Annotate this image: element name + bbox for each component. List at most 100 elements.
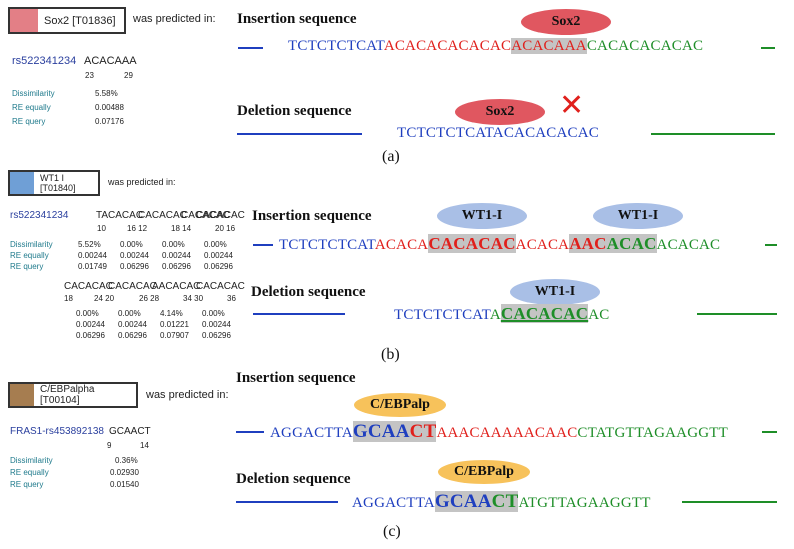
stat-value: 0.01221: [160, 320, 189, 329]
wt1-label: WT1-I: [534, 284, 576, 299]
insertion-right-line-b: [765, 244, 777, 246]
tf-name: Sox2 [T01836]: [44, 14, 116, 27]
deletion-heading-a: Deletion sequence: [237, 103, 352, 119]
deletion-sequence-a: TCTCTCTCATACACACACAC: [397, 125, 599, 141]
insertion-heading-a: Insertion sequence: [237, 11, 357, 27]
binding-site: CACACAC: [64, 281, 113, 292]
predicted-label: was predicted in:: [108, 177, 176, 187]
seq-segment: AAACAAAAACAAC: [436, 425, 578, 441]
seq-segment: AGGACTTA: [270, 425, 353, 441]
seq-segment: ACACAC: [656, 237, 721, 253]
deletion-right-line-a: [651, 133, 775, 135]
stat-value: 0.00244: [76, 320, 105, 329]
tf-box-wt1: WT1 I [T01840]: [8, 170, 100, 196]
seq-segment: AC: [588, 307, 610, 323]
stat-value: 0.00244: [162, 251, 191, 260]
insertion-heading-b: Insertion sequence: [252, 208, 372, 224]
pos: 18: [64, 294, 73, 303]
sox2-label: Sox2: [485, 104, 515, 119]
predicted-label: was predicted in:: [146, 389, 229, 401]
cebp-binding-highlight-del-b: CT: [491, 491, 519, 512]
insertion-right-line-c: [762, 431, 777, 433]
cebp-oval-deletion: C/EBPalp: [438, 460, 530, 484]
pos: 18 14: [171, 224, 192, 233]
seq-segment: TCTCTCTCAT: [279, 237, 375, 253]
stat-value: 0.00%: [118, 309, 141, 318]
pos-start: 9: [107, 441, 112, 450]
sox2-swatch: [10, 9, 38, 32]
tf-box-cebp: C/EBPalpha [T00104]: [8, 382, 138, 408]
deletion-right-line-c: [682, 501, 777, 503]
stat-value: 0.00244: [118, 320, 147, 329]
seq-segment: CACACACACAC: [586, 38, 704, 54]
seq-segment: TCTCTCTCAT: [288, 38, 384, 54]
insertion-right-line-a: [761, 47, 775, 49]
deletion-heading-b: Deletion sequence: [251, 284, 366, 300]
deletion-left-line-b: [253, 313, 345, 315]
pos: 24 20: [94, 294, 115, 303]
wt1-binding-highlight-2b: ACAC: [606, 234, 657, 253]
deletion-left-line-c: [236, 501, 338, 503]
stat-value: 0.06296: [162, 262, 191, 271]
stat-value: 0.00%: [204, 240, 227, 249]
stat-value: 0.00%: [120, 240, 143, 249]
seq-segment: TCTCTCTCAT: [394, 307, 490, 323]
stat-value: 0.06296: [204, 262, 233, 271]
sox2-oval-deletion: Sox2: [455, 99, 545, 125]
seq-segment: A: [489, 307, 501, 323]
stat-value: 0.07907: [160, 331, 189, 340]
binding-site: CACACAC: [108, 281, 157, 292]
re-equally-label: RE equally: [12, 103, 51, 112]
seq-segment: ACACA: [515, 237, 570, 253]
stat-value: 0.06296: [118, 331, 147, 340]
sox2-oval-insertion: Sox2: [521, 9, 611, 35]
snp-id: FRAS1-rs453892138: [10, 426, 104, 437]
pos: 34 30: [183, 294, 204, 303]
stat-value: 0.06296: [76, 331, 105, 340]
insertion-sequence-c: AGGACTTAGCAACTAAACAAAAACAACCTATGTTAGAAGG…: [270, 421, 728, 443]
seq-segment: ATGTTAGAAGGTT: [518, 495, 651, 511]
tf-name: WT1 I [T01840]: [40, 173, 76, 193]
cebp-binding-highlight-del-a: GCAA: [434, 491, 492, 512]
wt1-binding-highlight-del: CACACAC: [500, 304, 589, 323]
cebp-label: C/EBPalp: [454, 464, 514, 479]
binding-site: CACACAC: [138, 210, 187, 221]
re-query-value: 0.01540: [110, 480, 139, 489]
stat-value: 0.00244: [120, 251, 149, 260]
pos-end: 29: [124, 71, 133, 80]
wt1-label: WT1-I: [461, 208, 503, 223]
insertion-sequence-b: TCTCTCTCATACACACACACACACACAAACACACACACAC: [279, 234, 720, 254]
binding-site: ACACAAA: [84, 55, 137, 67]
dissimilarity-value: 5.58%: [95, 89, 118, 98]
snp-id: rs522341234: [12, 55, 77, 67]
binding-site: TACACAC: [96, 210, 144, 221]
insertion-sequence-a: TCTCTCTCATACACACACACACACACAAACACACACACAC: [288, 38, 703, 55]
wt1-oval-insertion-2: WT1-I: [593, 203, 683, 229]
insertion-heading-c: Insertion sequence: [236, 370, 356, 386]
sox2-binding-highlight: ACACAAA: [511, 38, 587, 54]
cebp-label: C/EBPalp: [370, 397, 430, 412]
insertion-left-line-c: [236, 431, 264, 433]
pos: 26 28: [139, 294, 160, 303]
deletion-sequence-c: AGGACTTAGCAACTATGTTAGAAGGTT: [352, 491, 651, 513]
wt1-label: WT1-I: [617, 208, 659, 223]
panel-label-c: (c): [383, 523, 401, 540]
cebp-swatch: [10, 384, 34, 406]
pos: 16 12: [127, 224, 148, 233]
deletion-right-line-b: [697, 313, 777, 315]
stat-value: 0.00%: [162, 240, 185, 249]
cross-icon: ✕: [559, 88, 585, 123]
stat-value: 4.14%: [160, 309, 183, 318]
insertion-left-line-a: [238, 47, 263, 49]
stat-value: 5.52%: [78, 240, 101, 249]
predicted-label: was predicted in:: [133, 13, 216, 25]
wt1-binding-highlight-1: CACACAC: [428, 234, 516, 253]
re-query-label: RE query: [12, 117, 46, 126]
binding-site: AACACAC: [152, 281, 201, 292]
tf-name: C/EBPalpha [T00104]: [40, 384, 95, 406]
seq-segment: ACACACACACAC: [383, 38, 512, 54]
re-query-value: 0.07176: [95, 117, 124, 126]
deletion-sequence-b: TCTCTCTCATACACACACAC: [394, 304, 609, 324]
seq-segment: ACACA: [374, 237, 429, 253]
stat-value: 0.00%: [202, 309, 225, 318]
